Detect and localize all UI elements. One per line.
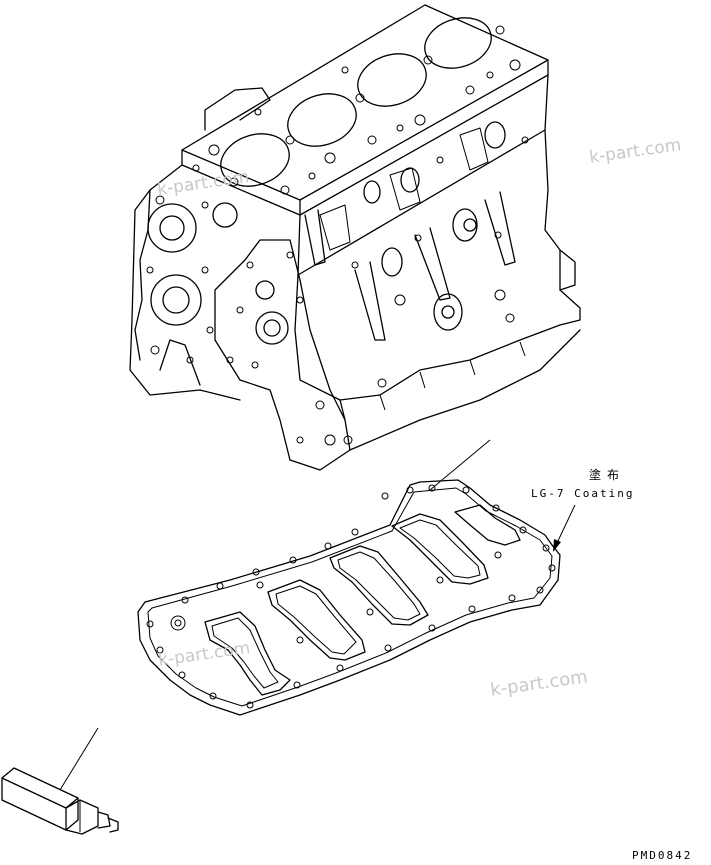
coating-note-en: LG-7 Coating	[531, 487, 635, 500]
coating-arrow	[553, 504, 576, 552]
cylinder-block	[129, 4, 581, 471]
oil-pan-gasket	[137, 439, 561, 716]
coating-note-jp: 塗布	[589, 468, 626, 482]
sealant-tube	[1, 727, 119, 835]
drawing-number: PMD0842	[632, 849, 693, 862]
